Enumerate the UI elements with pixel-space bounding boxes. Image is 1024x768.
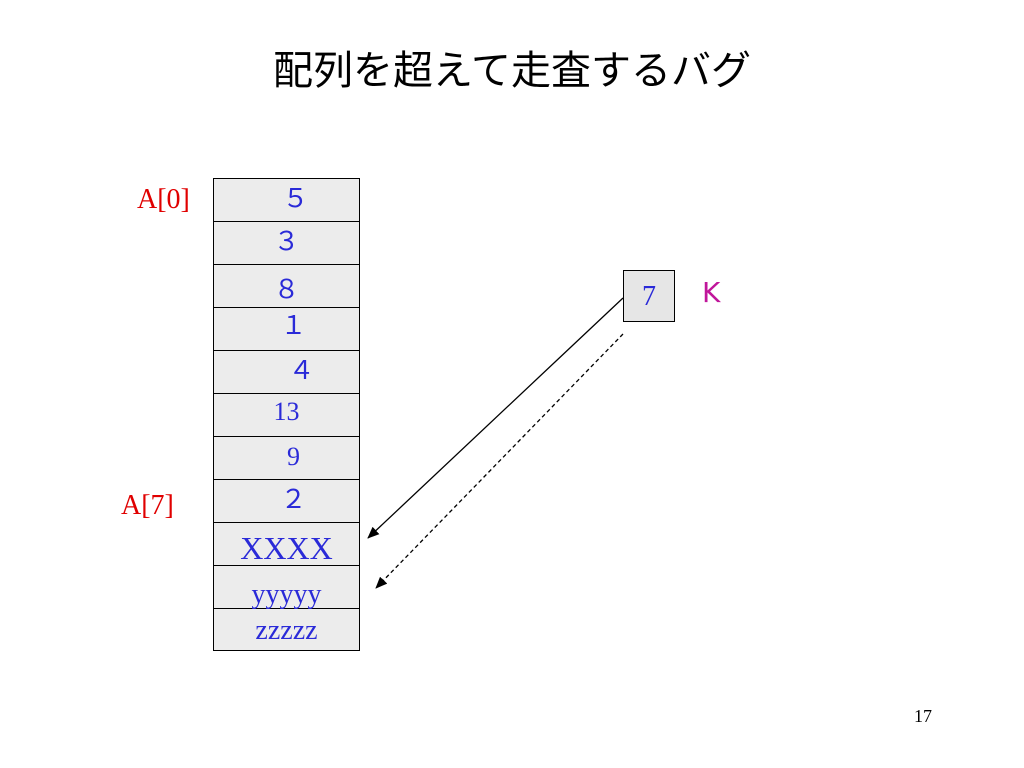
array-cell-8: XXXX [214, 522, 359, 566]
array-cell-0: ５ [214, 178, 359, 221]
array-cell-2: ８ [214, 264, 359, 307]
array-cell-10: zzzzz [214, 608, 359, 651]
solid-arrow [367, 297, 624, 539]
slide-title: 配列を超えて走査するバグ [273, 48, 751, 94]
array-cells: ５ ３ ８ １ ４ 13 9 ２ XXXX yyyyy zzzzz [213, 178, 360, 651]
key-variable-box: 7 [623, 270, 675, 322]
array-cell-1: ３ [214, 221, 359, 264]
array-cell-4: ４ [214, 350, 359, 393]
key-variable-label: K [702, 276, 721, 309]
array-cell-6: 9 [214, 436, 359, 479]
page-number: 17 [914, 706, 932, 726]
dashed-arrow [375, 333, 624, 589]
array-cell-5: 13 [214, 393, 359, 436]
array-cell-9: yyyyy [214, 565, 359, 610]
array-cell-7: ２ [214, 479, 359, 522]
array-cell-3: １ [214, 307, 359, 350]
label-a0: A[0] [137, 184, 190, 215]
label-a7: A[7] [121, 490, 174, 521]
